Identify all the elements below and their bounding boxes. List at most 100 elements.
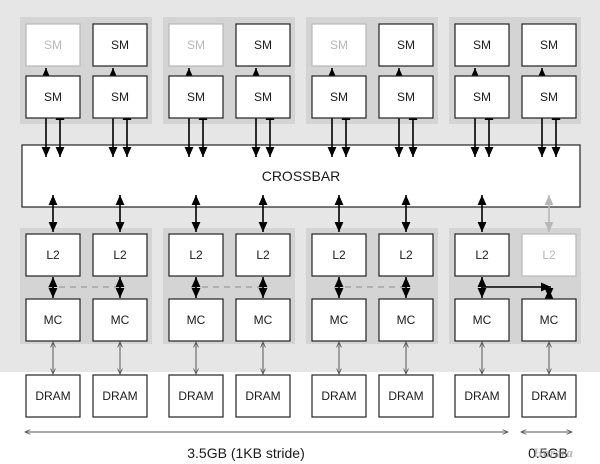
- l2-cache-label: L2: [113, 248, 127, 262]
- sm-unit-box: [235, 23, 291, 67]
- l2-cache: L2: [168, 233, 224, 277]
- sm-unit: SM: [454, 23, 510, 67]
- l2-cache-box: [521, 233, 577, 277]
- sm-unit-label: SM: [397, 90, 415, 104]
- sm-unit-box: [454, 23, 510, 67]
- memory-controller: MC: [454, 298, 510, 342]
- dram-chip: DRAM: [25, 374, 81, 418]
- sm-unit: SM: [521, 75, 577, 119]
- sm-unit: SM: [521, 23, 577, 67]
- sm-unit-box: [311, 23, 367, 67]
- memory-controller-box: [168, 298, 224, 342]
- memory-controller: MC: [521, 298, 577, 342]
- sm-unit-label: SM: [330, 90, 348, 104]
- sm-unit: SM: [168, 75, 224, 119]
- sm-unit-box: [25, 23, 81, 67]
- dram-chip-label: DRAM: [35, 389, 70, 403]
- sm-unit-label: SM: [111, 90, 129, 104]
- memory-controller-label: MC: [254, 313, 273, 327]
- l2-cache-box: [311, 233, 367, 277]
- memory-controller-box: [235, 298, 291, 342]
- sm-unit-box: [25, 75, 81, 119]
- sm-unit: SM: [92, 23, 148, 67]
- dram-chip: DRAM: [521, 374, 577, 418]
- l2-cache-box: [378, 233, 434, 277]
- sm-unit: SM: [454, 75, 510, 119]
- memory-controller: MC: [168, 298, 224, 342]
- memory-controller: MC: [25, 298, 81, 342]
- dram-chip: DRAM: [454, 374, 510, 418]
- sm-unit-label: SM: [111, 38, 129, 52]
- dram-chip-box: [454, 374, 510, 418]
- memory-controller-label: MC: [540, 313, 559, 327]
- dram-chip-box: [311, 374, 367, 418]
- l2-cache-label: L2: [332, 248, 346, 262]
- sm-unit: SM: [168, 23, 224, 67]
- sm-unit-box: [168, 23, 224, 67]
- dram-chip: DRAM: [311, 374, 367, 418]
- sm-unit-label: SM: [254, 90, 272, 104]
- sm-unit-label: SM: [330, 38, 348, 52]
- dram-chip-box: [92, 374, 148, 418]
- sm-unit-box: [521, 23, 577, 67]
- sm-unit: SM: [25, 23, 81, 67]
- sm-unit-label: SM: [44, 38, 62, 52]
- l2-cache-box: [92, 233, 148, 277]
- dram-chip: DRAM: [92, 374, 148, 418]
- dram-chip: DRAM: [378, 374, 434, 418]
- dram-chip-box: [235, 374, 291, 418]
- dram-chip-label: DRAM: [102, 389, 137, 403]
- sm-unit: SM: [378, 23, 434, 67]
- l2-cache-box: [168, 233, 224, 277]
- sm-unit-box: [378, 75, 434, 119]
- dram-chip-box: [25, 374, 81, 418]
- sm-unit-label: SM: [187, 90, 205, 104]
- dram-chip-label: DRAM: [464, 389, 499, 403]
- sm-unit: SM: [25, 75, 81, 119]
- l2-cache-box: [454, 233, 510, 277]
- l2-cache-box: [25, 233, 81, 277]
- small-memory-label: 0.5GB: [528, 445, 568, 461]
- l2-cache: L2: [311, 233, 367, 277]
- memory-controller-box: [378, 298, 434, 342]
- l2-cache-label: L2: [189, 248, 203, 262]
- dram-chip-label: DRAM: [321, 389, 356, 403]
- memory-controller: MC: [378, 298, 434, 342]
- l2-cache-label: L2: [46, 248, 60, 262]
- l2-cache: L2: [521, 233, 577, 277]
- dram-chip: DRAM: [235, 374, 291, 418]
- sm-unit: SM: [235, 75, 291, 119]
- dram-chip-box: [168, 374, 224, 418]
- dram-chip-box: [378, 374, 434, 418]
- sm-unit-label: SM: [540, 38, 558, 52]
- l2-cache: L2: [92, 233, 148, 277]
- l2-cache: L2: [454, 233, 510, 277]
- sm-unit-label: SM: [44, 90, 62, 104]
- l2-cache-label: L2: [475, 248, 489, 262]
- sm-unit: SM: [92, 75, 148, 119]
- memory-controller-box: [92, 298, 148, 342]
- sm-unit: SM: [311, 23, 367, 67]
- dram-chip-label: DRAM: [388, 389, 423, 403]
- dram-chip-box: [521, 374, 577, 418]
- l2-cache: L2: [235, 233, 291, 277]
- memory-controller-label: MC: [397, 313, 416, 327]
- main-memory-label: 3.5GB (1KB stride): [187, 445, 305, 461]
- memory-controller-box: [25, 298, 81, 342]
- l2-cache-label: L2: [399, 248, 413, 262]
- sm-unit-box: [454, 75, 510, 119]
- sm-unit: SM: [311, 75, 367, 119]
- crossbar-label: CROSSBAR: [262, 168, 341, 184]
- memory-controller-label: MC: [473, 313, 492, 327]
- sm-unit: SM: [235, 23, 291, 67]
- memory-controller-box: [521, 298, 577, 342]
- l2-cache-box: [235, 233, 291, 277]
- l2-cache: L2: [25, 233, 81, 277]
- sm-unit-label: SM: [540, 90, 558, 104]
- memory-controller-label: MC: [111, 313, 130, 327]
- sm-unit-box: [521, 75, 577, 119]
- dram-chip-label: DRAM: [245, 389, 280, 403]
- sm-unit-box: [311, 75, 367, 119]
